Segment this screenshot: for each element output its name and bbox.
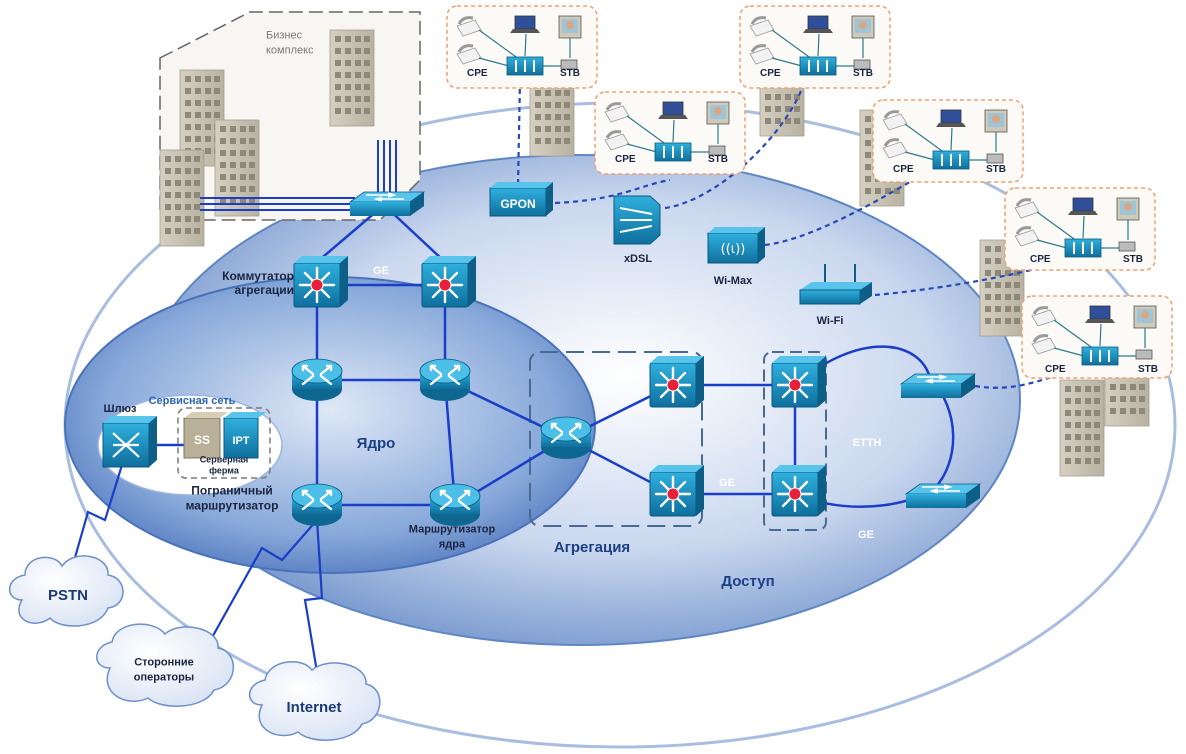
third-party-cloud bbox=[96, 623, 235, 707]
stb-label: STB bbox=[708, 154, 728, 165]
aggregation-router bbox=[539, 415, 593, 461]
ge-top-label: GE bbox=[373, 265, 389, 277]
etth-aggr-box bbox=[763, 351, 827, 531]
cpe-label: CPE bbox=[1030, 254, 1051, 265]
cpe-label: CPE bbox=[615, 154, 636, 165]
border-router bbox=[290, 482, 344, 528]
cpe-label: CPE bbox=[760, 68, 781, 79]
service-network-label: Сервисная сеть bbox=[149, 395, 236, 407]
core-router-tr bbox=[418, 357, 472, 403]
ipt-label: IPT bbox=[232, 435, 249, 447]
pstn-label: PSTN bbox=[48, 587, 88, 604]
wifi-label: Wi-Fi bbox=[817, 315, 844, 327]
etth-switch-bottom bbox=[905, 483, 981, 509]
etth-l3-top bbox=[770, 354, 828, 409]
building-icon bbox=[214, 119, 260, 217]
aggregation-l3-bottom bbox=[648, 463, 706, 518]
stb-label: STB bbox=[560, 68, 580, 79]
internet-cloud bbox=[248, 661, 381, 741]
wan-lightning bbox=[68, 464, 324, 679]
gateway-device bbox=[102, 416, 157, 468]
ss-server bbox=[183, 412, 228, 459]
building-icon bbox=[159, 149, 205, 247]
wimax-label: Wi-Max bbox=[714, 275, 753, 287]
server-farm-box bbox=[177, 407, 271, 479]
gpon-device bbox=[489, 182, 553, 217]
pstn-cloud bbox=[8, 555, 124, 627]
stb-label: STB bbox=[853, 68, 873, 79]
etth-l3-bottom bbox=[770, 463, 828, 518]
ss-label: SS bbox=[194, 433, 210, 447]
stb-label: STB bbox=[986, 164, 1006, 175]
ge-bottom-label: GE bbox=[858, 529, 874, 541]
core-zone-label: Ядро bbox=[357, 435, 396, 452]
stb-label: STB bbox=[1123, 254, 1143, 265]
aggregation-switch-right bbox=[420, 254, 478, 309]
core-router-tl bbox=[290, 357, 344, 403]
business-uplinks bbox=[200, 140, 397, 211]
access-zone-label: Доступ bbox=[721, 573, 774, 590]
ge-mid-label: GE bbox=[719, 477, 735, 489]
aggregation-zone-label: Агрегация bbox=[554, 539, 630, 556]
etth-switch-top bbox=[900, 373, 976, 399]
gpon-label: GPON bbox=[500, 197, 535, 211]
cpe-label: CPE bbox=[893, 164, 914, 175]
cpe-label: CPE bbox=[467, 68, 488, 79]
aggregation-switch-left bbox=[292, 254, 350, 309]
business-switch bbox=[349, 191, 425, 217]
cpe-label: CPE bbox=[1045, 364, 1066, 375]
core-router-br bbox=[428, 482, 482, 528]
building-icon bbox=[329, 29, 375, 127]
gateway-label: Шлюз bbox=[104, 403, 137, 415]
building-icon bbox=[1059, 379, 1105, 477]
etth-label: ETTH bbox=[853, 437, 882, 449]
ipt-server bbox=[223, 412, 266, 459]
internet-label: Internet bbox=[286, 699, 341, 716]
xdsl-device bbox=[613, 195, 661, 245]
aggregation-l3-top bbox=[648, 354, 706, 409]
svg-text:((ι)): ((ι)) bbox=[721, 242, 746, 257]
wimax-device: ((ι)) bbox=[707, 227, 765, 264]
stb-label: STB bbox=[1138, 364, 1158, 375]
aggregation-box bbox=[529, 351, 703, 527]
wifi-device bbox=[799, 264, 872, 305]
xdsl-label: xDSL bbox=[624, 253, 652, 265]
